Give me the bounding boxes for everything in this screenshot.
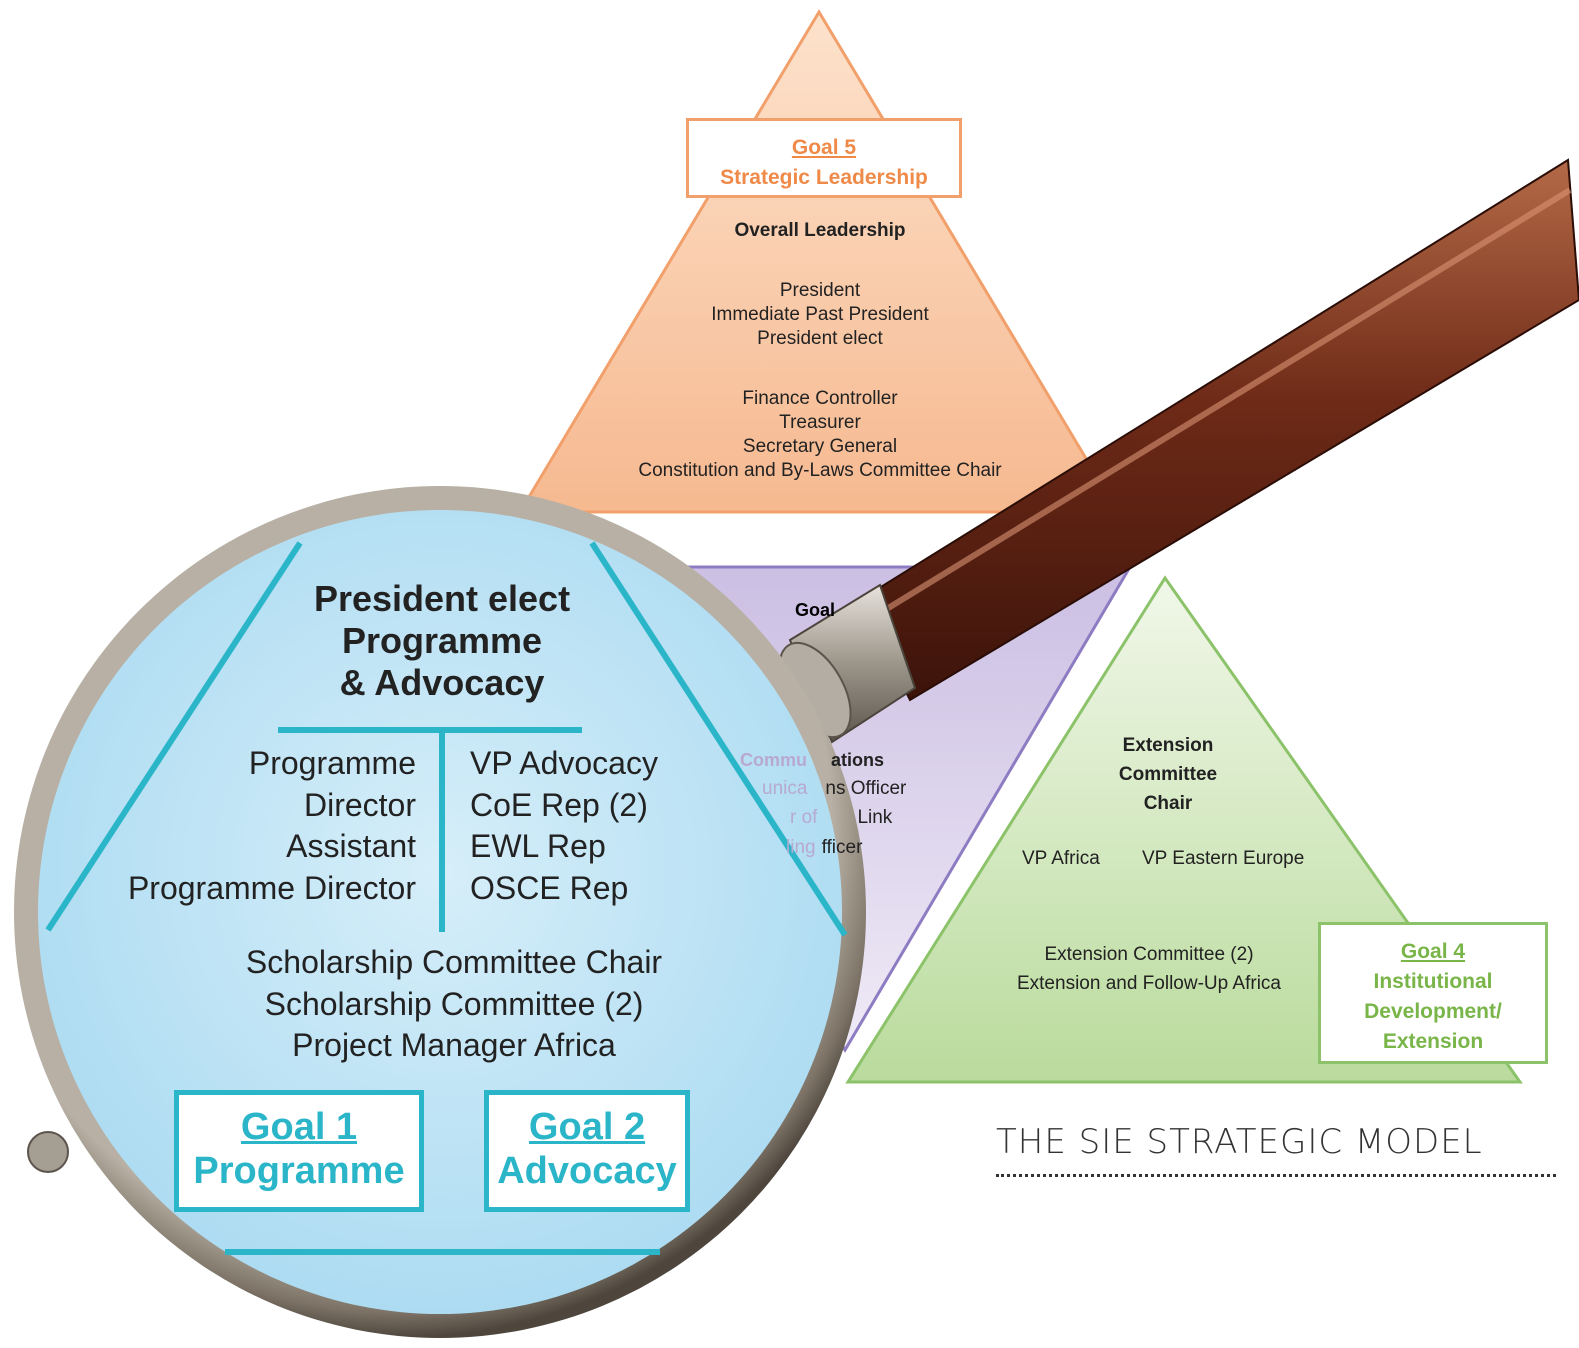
goal2-goal: Goal 2 xyxy=(528,1106,646,1148)
goal1-name: Programme xyxy=(193,1150,405,1192)
role-vp-africa: VP Africa xyxy=(1022,848,1100,869)
title-dotted-rule xyxy=(996,1174,1556,1177)
role-president: President xyxy=(779,280,861,301)
role-treasurer: Treasurer xyxy=(779,412,861,433)
goal1-label-box: Goal 1 Programme xyxy=(174,1090,424,1212)
goal3-goal-partial: Goal xyxy=(795,600,836,620)
role-constitution-chair: Constitution and By-Laws Committee Chair xyxy=(638,460,1002,481)
goal4-label-box: Goal 4 Institutional Development/ Extens… xyxy=(1318,922,1548,1064)
goal5-triangle xyxy=(517,9,1121,514)
goal4-roles: Extension Committee (2) Extension and Fo… xyxy=(1016,944,1281,994)
role-finance-controller: Finance Controller xyxy=(742,388,898,409)
role-president-elect: President elect xyxy=(757,328,883,349)
lens-bottom-roles: Scholarship Committee Chair Scholarship … xyxy=(245,944,663,1063)
lens-right-roles: VP Advocacy CoE Rep (2) EWL Rep OSCE Rep xyxy=(470,745,658,906)
goal2-label-box: Goal 2 Advocacy xyxy=(484,1090,690,1212)
goal2-name: Advocacy xyxy=(497,1150,677,1192)
lens-heading: President elect Programme & Advocacy xyxy=(313,578,571,703)
lens-triangle-lines xyxy=(45,541,848,1255)
magnifier-knob-icon xyxy=(27,1131,69,1173)
goal4-goal: Goal 4 xyxy=(1400,940,1466,963)
goal5-goal: Goal 5 xyxy=(791,136,857,159)
role-immediate-past-president: Immediate Past President xyxy=(711,304,929,325)
goal1-goal: Goal 1 xyxy=(240,1106,358,1148)
goal5-heading: Overall Leadership xyxy=(734,220,906,241)
goal4-heading: Extension Committee Chair xyxy=(1118,735,1218,814)
goal5-roles-b: Finance Controller Treasurer Secretary G… xyxy=(560,387,1080,483)
goal5-label-box: Goal 5 Strategic Leadership xyxy=(686,118,962,198)
lens-left-roles: Programme Director Assistant Programme D… xyxy=(127,745,416,906)
role-secretary-general: Secretary General xyxy=(742,436,898,457)
goal5-name: Strategic Leadership xyxy=(720,166,928,189)
goal5-roles-a: President Immediate Past President Presi… xyxy=(580,279,1060,351)
page-title: THE SIE STRATEGIC MODEL xyxy=(996,1122,1483,1162)
role-vp-eastern-europe: VP Eastern Europe xyxy=(1142,848,1305,869)
